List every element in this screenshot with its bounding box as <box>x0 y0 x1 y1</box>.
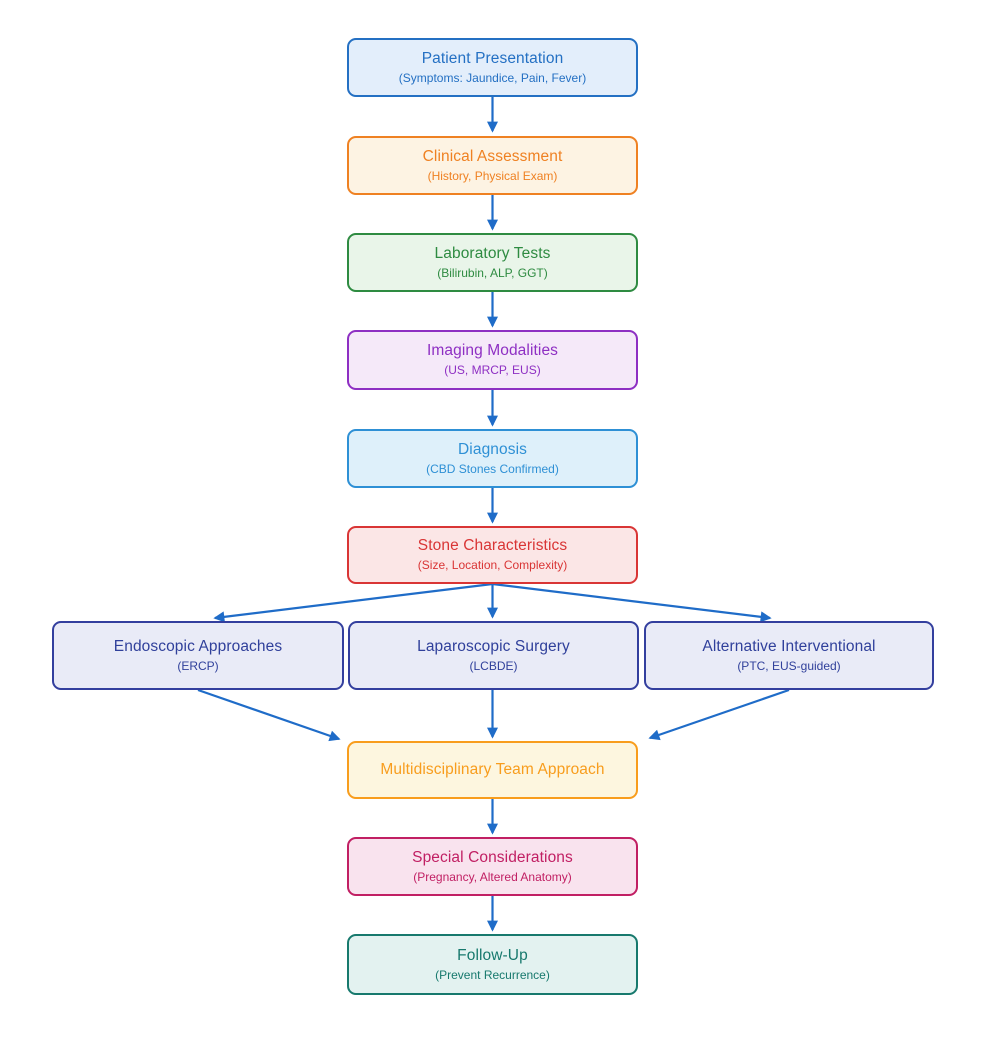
node-title: Laboratory Tests <box>434 244 551 262</box>
node-title: Laparoscopic Surgery <box>417 637 570 655</box>
node-endoscopic-approaches: Endoscopic Approaches (ERCP) <box>52 621 344 690</box>
arrow-stone-endoscopic <box>213 582 493 623</box>
node-clinical-assessment: Clinical Assessment (History, Physical E… <box>347 136 638 195</box>
node-laboratory-tests: Laboratory Tests (Bilirubin, ALP, GGT) <box>347 233 638 292</box>
node-subtitle: (LCBDE) <box>469 658 518 673</box>
node-title: Endoscopic Approaches <box>113 637 283 655</box>
node-follow-up: Follow-Up (Prevent Recurrence) <box>347 934 638 995</box>
arrow-alternative-mdt <box>648 688 790 741</box>
node-subtitle: (Bilirubin, ALP, GGT) <box>437 265 548 280</box>
node-special-considerations: Special Considerations (Pregnancy, Alter… <box>347 837 638 896</box>
node-subtitle: (History, Physical Exam) <box>427 168 558 183</box>
node-subtitle: (PTC, EUS-guided) <box>737 658 841 673</box>
arrow-endoscopic-mdt <box>197 688 341 742</box>
node-subtitle: (US, MRCP, EUS) <box>444 363 541 378</box>
node-stone-characteristics: Stone Characteristics (Size, Location, C… <box>347 526 638 584</box>
node-title: Stone Characteristics <box>417 537 568 555</box>
node-alternative-interventional: Alternative Interventional (PTC, EUS-gui… <box>644 621 934 690</box>
node-subtitle: (Prevent Recurrence) <box>435 967 550 982</box>
node-multidisciplinary-team-approach: Multidisciplinary Team Approach <box>347 741 638 799</box>
arrow-stone-alternative <box>492 582 772 623</box>
node-diagnosis: Diagnosis (CBD Stones Confirmed) <box>347 429 638 488</box>
node-laparoscopic-surgery: Laparoscopic Surgery (LCBDE) <box>348 621 639 690</box>
node-title: Follow-Up <box>457 946 528 964</box>
node-imaging-modalities: Imaging Modalities (US, MRCP, EUS) <box>347 330 638 390</box>
node-title: Diagnosis <box>458 440 527 458</box>
node-subtitle: (ERCP) <box>177 658 219 673</box>
node-title: Patient Presentation <box>421 49 564 67</box>
node-subtitle: (CBD Stones Confirmed) <box>426 461 559 476</box>
node-title: Clinical Assessment <box>422 147 563 165</box>
node-title: Special Considerations <box>412 848 573 866</box>
node-subtitle: (Pregnancy, Altered Anatomy) <box>413 869 572 884</box>
node-title: Imaging Modalities <box>426 342 559 360</box>
node-title: Alternative Interventional <box>702 637 876 655</box>
node-subtitle: (Symptoms: Jaundice, Pain, Fever) <box>398 70 587 85</box>
node-title: Multidisciplinary Team Approach <box>380 761 605 779</box>
node-subtitle: (Size, Location, Complexity) <box>417 558 568 573</box>
node-patient-presentation: Patient Presentation (Symptoms: Jaundice… <box>347 38 638 97</box>
